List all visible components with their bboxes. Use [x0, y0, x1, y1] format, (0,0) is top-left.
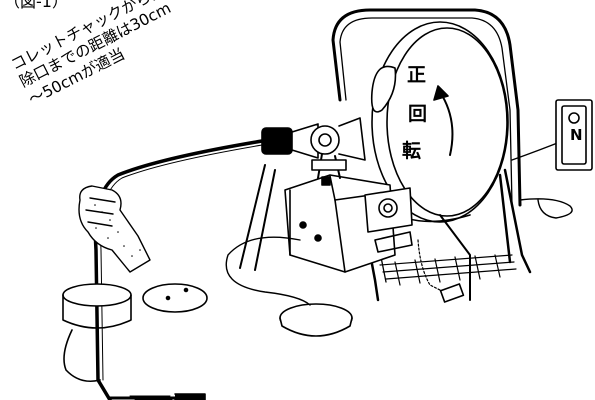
foot-pedal: [279, 303, 353, 337]
rotation-label-2: 回: [408, 103, 428, 125]
snake-cable: [93, 139, 264, 400]
glove-texture: [94, 204, 141, 257]
drum: [370, 21, 509, 223]
rotation-label-1: 正: [407, 64, 427, 86]
cleanout-pipe: [62, 283, 132, 383]
drum-frame: [331, 8, 522, 207]
figure-caption: （図-1）: [4, 0, 68, 11]
gloved-hand: [78, 185, 151, 273]
collet-chuck: [261, 117, 366, 179]
rotation-label-3: 転: [402, 140, 422, 162]
cover-disc: [142, 283, 208, 313]
base-grid: [379, 254, 517, 286]
outlet-label: N: [570, 126, 583, 144]
motor-housing: [284, 174, 413, 273]
wall-outlet: [555, 99, 593, 171]
